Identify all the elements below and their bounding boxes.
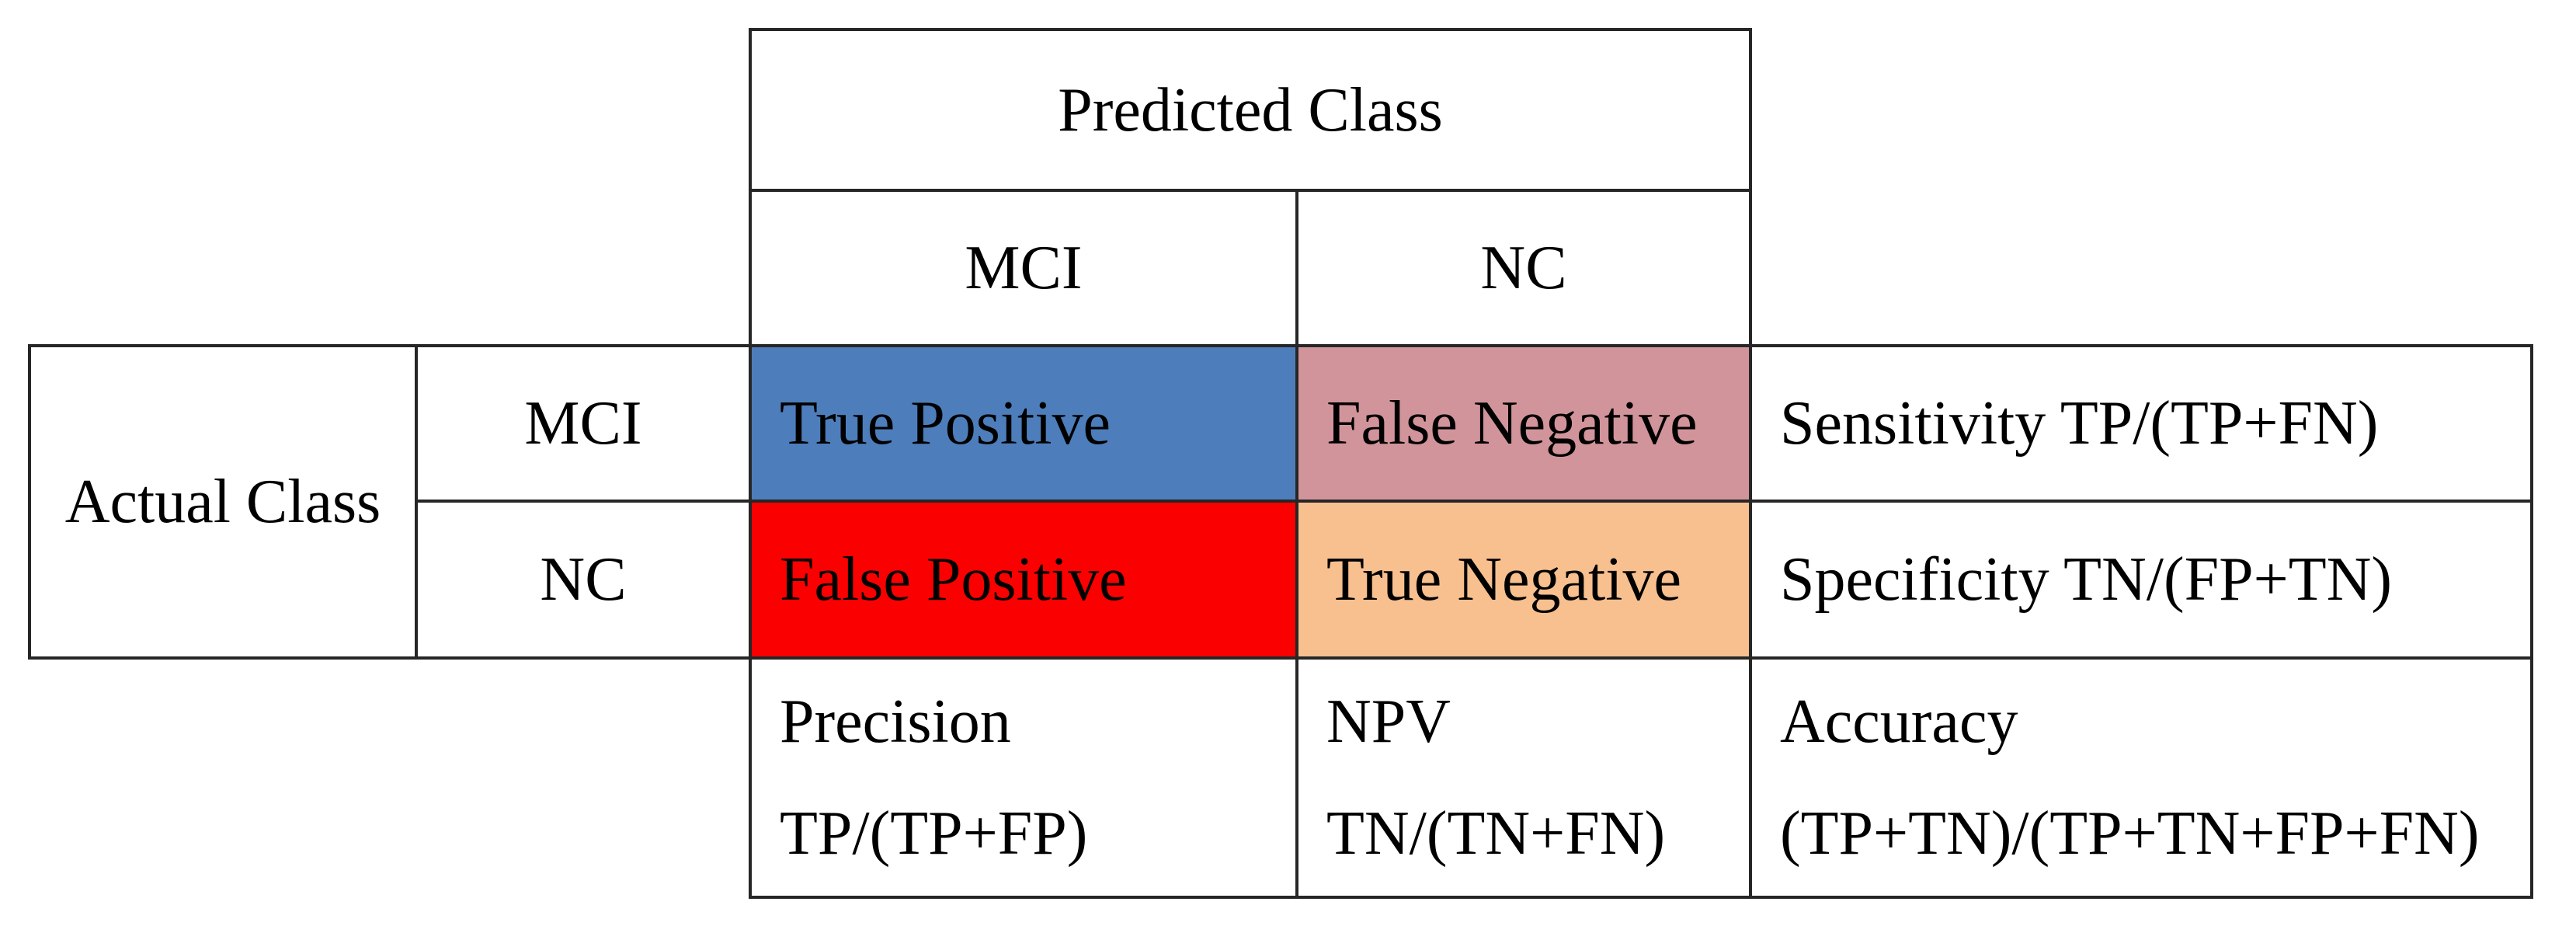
predicted-col-header-nc: NC (1295, 189, 1752, 347)
predicted-class-header: Predicted Class (749, 28, 1752, 192)
sensitivity-cell: Sensitivity TP/(TP+FN) (1749, 344, 2533, 503)
false-positive-cell: False Positive (749, 500, 1298, 660)
npv-label-line: NPV (1326, 688, 1451, 756)
actual-row-header-nc: NC (415, 500, 752, 660)
spacer-cell (1750, 190, 2532, 346)
actual-nc-row: NC False Positive True Negative Specific… (30, 500, 2533, 660)
spacer-cell (30, 30, 416, 190)
actual-row-header-mci: MCI (415, 344, 752, 503)
precision-formula-line: TP/(TP+FP) (780, 799, 1088, 868)
predicted-header-row: Predicted Class (30, 28, 2532, 192)
predicted-class-labels-row: MCI NC (30, 189, 2532, 347)
column-metrics-row: Precision TP/(TP+FP) NPV TN/(TN+FN) Accu… (30, 656, 2533, 899)
confusion-matrix-table: Predicted Class MCI NC Actual Class MCI … (28, 28, 2533, 899)
spacer-cell (30, 190, 416, 346)
spacer-cell (416, 658, 750, 897)
precision-label-line: Precision (780, 688, 1011, 756)
spacer-cell (416, 30, 750, 190)
spacer-cell (416, 190, 750, 346)
specificity-cell: Specificity TN/(FP+TN) (1749, 500, 2533, 660)
true-positive-cell: True Positive (749, 344, 1298, 503)
npv-cell: NPV TN/(TN+FN) (1295, 656, 1752, 899)
actual-class-header: Actual Class (28, 344, 418, 660)
spacer-cell (30, 658, 416, 897)
predicted-col-header-mci: MCI (749, 189, 1298, 347)
precision-cell: Precision TP/(TP+FP) (749, 656, 1298, 899)
spacer-cell (1750, 30, 2532, 190)
false-negative-cell: False Negative (1295, 344, 1752, 503)
npv-formula-line: TN/(TN+FN) (1326, 799, 1666, 868)
accuracy-formula-line: (TP+TN)/(TP+TN+FP+FN) (1780, 799, 2480, 868)
true-negative-cell: True Negative (1295, 500, 1752, 660)
accuracy-cell: Accuracy (TP+TN)/(TP+TN+FP+FN) (1749, 656, 2533, 899)
actual-mci-row: Actual Class MCI True Positive False Neg… (28, 344, 2533, 660)
accuracy-label-line: Accuracy (1780, 688, 2018, 756)
